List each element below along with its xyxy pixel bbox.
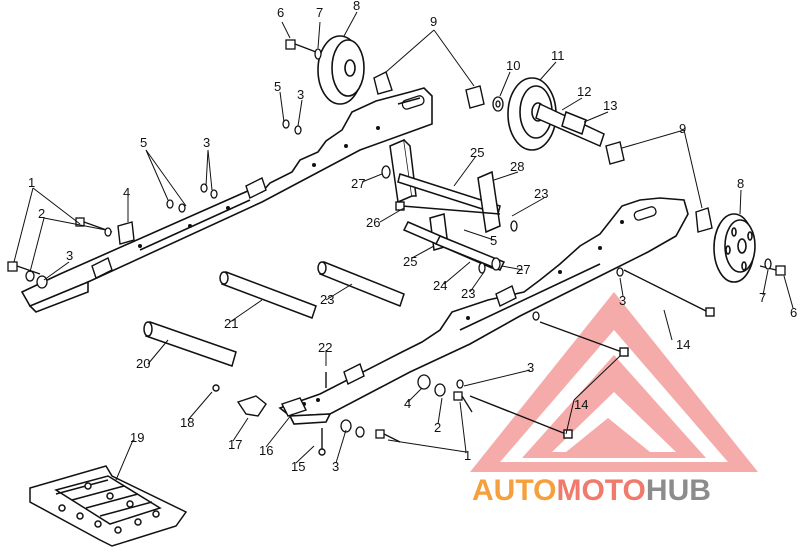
watermark-moto: MOTO: [556, 474, 645, 507]
callout-label-16: 16: [259, 443, 273, 458]
idler-wheel-8-bottom: [713, 213, 756, 283]
callout-label-7: 7: [759, 290, 766, 305]
callout-label-3: 3: [619, 293, 626, 308]
callout-label-23: 23: [320, 292, 334, 307]
callout-label-3: 3: [297, 87, 304, 102]
callout-label-23: 23: [534, 186, 548, 201]
callout-label-13: 13: [603, 98, 617, 113]
right-rail: [278, 197, 689, 425]
callout-label-6: 6: [790, 305, 797, 320]
callout-label-26: 26: [366, 215, 380, 230]
callout-label-8: 8: [737, 176, 744, 191]
callout-label-12: 12: [577, 84, 591, 99]
left-rail: [20, 87, 433, 313]
idler-wheel-11: [507, 77, 557, 151]
watermark-text: AUTOMOTOHUB: [472, 474, 711, 507]
callout-label-27: 27: [516, 262, 530, 277]
callout-label-8: 8: [353, 0, 360, 13]
callout-label-17: 17: [228, 437, 242, 452]
callout-label-27: 27: [351, 176, 365, 191]
callout-label-1: 1: [28, 175, 35, 190]
pivot-arm-28: [477, 170, 501, 234]
callout-label-3: 3: [527, 360, 534, 375]
callout-label-9: 9: [430, 14, 437, 29]
callout-label-22: 22: [318, 340, 332, 355]
washers-27: [381, 165, 518, 274]
callout-label-3: 3: [66, 248, 73, 263]
rail-holes: [138, 126, 624, 406]
pivot-arm-25-front: [402, 213, 506, 271]
callout-label-1: 1: [464, 448, 471, 463]
watermark-auto: AUTO: [472, 474, 556, 507]
callout-label-3: 3: [203, 135, 210, 150]
rail-slots: [401, 95, 657, 221]
cross-shaft-23: [317, 261, 405, 307]
pivot-arm-25-rear: [389, 138, 501, 215]
callout-label-19: 19: [130, 430, 144, 445]
callout-label-9: 9: [679, 121, 686, 136]
callout-label-6: 6: [277, 5, 284, 20]
callout-label-11: 11: [551, 48, 565, 63]
callout-label-18: 18: [180, 415, 194, 430]
callout-label-14: 14: [574, 397, 588, 412]
watermark-hub: HUB: [646, 474, 711, 507]
callout-label-25: 25: [470, 145, 484, 160]
callout-label-2: 2: [38, 206, 45, 221]
callout-label-5: 5: [274, 79, 281, 94]
callout-label-15: 15: [291, 459, 305, 474]
callout-label-3: 3: [332, 459, 339, 474]
hardware-bolts: [7, 39, 786, 443]
long-bolts-14: [469, 269, 715, 439]
callout-label-5: 5: [490, 233, 497, 248]
callout-label-4: 4: [123, 185, 130, 200]
callout-label-20: 20: [136, 356, 150, 371]
callout-label-5: 5: [140, 135, 147, 150]
wheel-brackets-9: [373, 71, 713, 233]
callout-label-21: 21: [224, 316, 238, 331]
skid-plate-19: [29, 465, 188, 547]
callout-label-10: 10: [506, 58, 520, 73]
callout-label-4: 4: [404, 396, 411, 411]
callout-label-14: 14: [676, 337, 690, 352]
callout-label-7: 7: [316, 5, 323, 20]
callout-label-25: 25: [403, 254, 417, 269]
washer-10: [492, 96, 504, 112]
callout-label-23: 23: [461, 286, 475, 301]
cross-shaft-20: [143, 321, 237, 367]
front-hook-16-17: [212, 372, 327, 456]
rail-bumper-blocks: [91, 177, 517, 385]
cross-shaft-21: [219, 271, 317, 319]
callout-label-28: 28: [510, 159, 524, 174]
leader-lines: [13, 11, 794, 481]
idler-wheel-8-top: [317, 35, 365, 105]
axle-12-13: [535, 102, 605, 148]
callout-label-24: 24: [433, 278, 447, 293]
callout-label-2: 2: [434, 420, 441, 435]
